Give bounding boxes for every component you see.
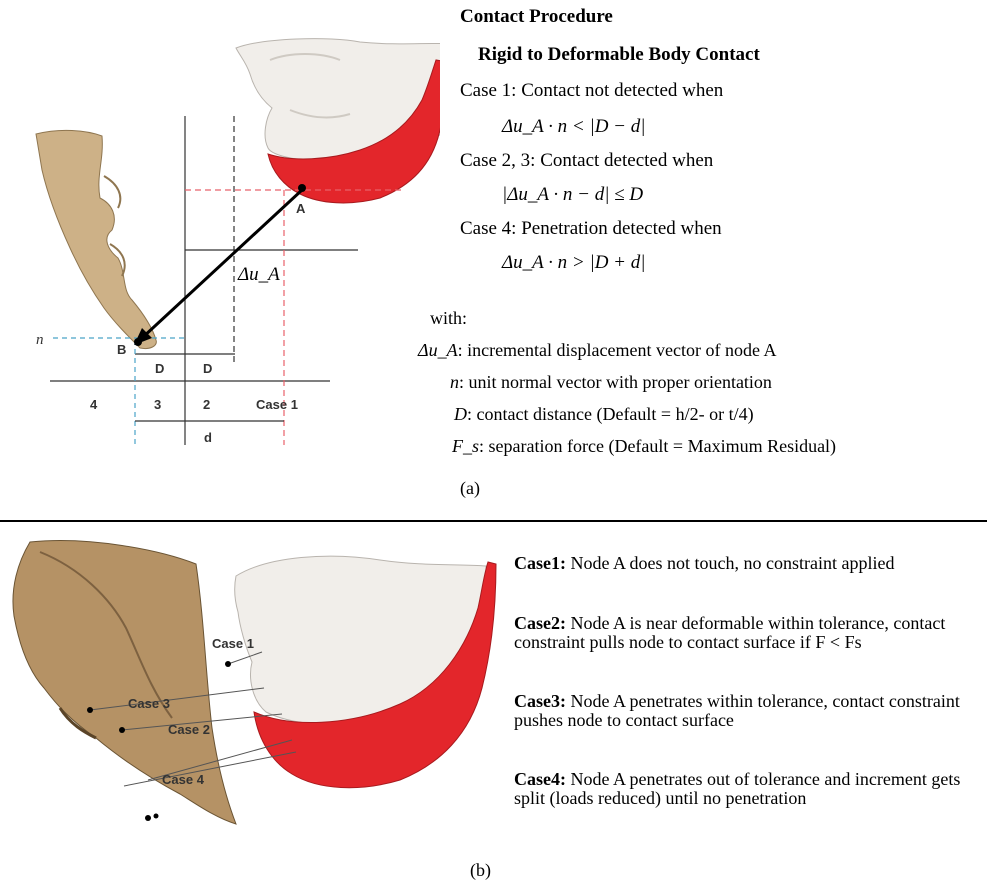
definition-text: unit normal vector with proper orientati… bbox=[469, 372, 772, 392]
definition-n: n: unit normal vector with proper orient… bbox=[450, 372, 772, 393]
caption-a: (a) bbox=[460, 478, 480, 499]
case-text: Node A does not touch, no constraint app… bbox=[571, 553, 895, 573]
case-3-image-label: Case 3 bbox=[128, 696, 170, 711]
figure-panel-a: A B n Δu_A D D 4 3 2 Case 1 d Contact Pr… bbox=[0, 0, 987, 520]
case-4-formula: Δu_A · n > |D + d| bbox=[502, 252, 645, 274]
d1-label: D bbox=[155, 361, 164, 376]
case-2-image-label: Case 2 bbox=[168, 722, 210, 737]
case-4-image-label: Case 4 bbox=[162, 772, 205, 787]
case-text: Node A penetrates out of tolerance and i… bbox=[514, 769, 960, 808]
maxilla-shape bbox=[36, 130, 156, 348]
case-title: Case4: bbox=[514, 769, 566, 789]
zone-4-label: 4 bbox=[90, 397, 98, 412]
definition-text: contact distance (Default = h/2- or t/4) bbox=[477, 404, 754, 424]
node-b-label: B bbox=[117, 342, 126, 357]
definition-symbol: n bbox=[450, 372, 459, 392]
with-label: with: bbox=[430, 308, 467, 329]
definition-symbol: Δu_A bbox=[418, 340, 458, 360]
case-3-description: Case3: Node A penetrates within toleranc… bbox=[514, 692, 984, 730]
case-23-formula: |Δu_A · n − d| ≤ D bbox=[502, 184, 643, 206]
case-1-image-label: Case 1 bbox=[212, 636, 254, 651]
definition-text: incremental displacement vector of node … bbox=[467, 340, 776, 360]
case-title: Case1: bbox=[514, 553, 566, 573]
case-1-formula: Δu_A · n < |D − d| bbox=[502, 116, 645, 138]
definition-text: separation force (Default = Maximum Resi… bbox=[489, 436, 837, 456]
case-4-condition: Case 4: Penetration detected when bbox=[460, 218, 722, 240]
heading: Contact Procedure bbox=[460, 6, 613, 28]
case-title: Case3: bbox=[514, 691, 566, 711]
definition-symbol: F_s bbox=[452, 436, 479, 456]
anatomy-render: Case 1 Case 3 Case 2 Case 4 bbox=[0, 528, 500, 848]
contact-geometry-diagram: A B n Δu_A D D 4 3 2 Case 1 d bbox=[0, 0, 440, 470]
definition-d: D: contact distance (Default = h/2- or t… bbox=[454, 404, 754, 425]
definition-fs: F_s: separation force (Default = Maximum… bbox=[452, 436, 836, 457]
case-title: Case2: bbox=[514, 613, 566, 633]
zone-3-label: 3 bbox=[154, 397, 161, 412]
case-1-condition: Case 1: Contact not detected when bbox=[460, 80, 723, 102]
panel-divider bbox=[0, 520, 987, 522]
d-label: d bbox=[204, 430, 212, 445]
case-4-description: Case4: Node A penetrates out of toleranc… bbox=[514, 770, 984, 808]
normal-label: n bbox=[36, 332, 44, 348]
case-1-description: Case1: Node A does not touch, no constra… bbox=[514, 554, 984, 573]
caption-b: (b) bbox=[470, 860, 491, 881]
zone-1-label: Case 1 bbox=[256, 397, 298, 412]
definition-symbol: D bbox=[454, 404, 467, 424]
d2-label: D bbox=[203, 361, 212, 376]
case-2-description: Case2: Node A is near deformable within … bbox=[514, 614, 984, 652]
case-23-condition: Case 2, 3: Contact detected when bbox=[460, 150, 713, 172]
figure-panel-b: Case 1 Case 3 Case 2 Case 4 Case1: Node … bbox=[0, 528, 987, 884]
definition-delta-u: Δu_A: incremental displacement vector of… bbox=[418, 340, 776, 361]
node-a-label: A bbox=[296, 201, 306, 216]
case-text: Node A penetrates within tolerance, cont… bbox=[514, 691, 960, 730]
displacement-label: Δu_A bbox=[237, 264, 280, 285]
zone-2-label: 2 bbox=[203, 397, 210, 412]
case-text: Node A is near deformable within toleran… bbox=[514, 613, 945, 652]
subheading: Rigid to Deformable Body Contact bbox=[478, 44, 760, 66]
